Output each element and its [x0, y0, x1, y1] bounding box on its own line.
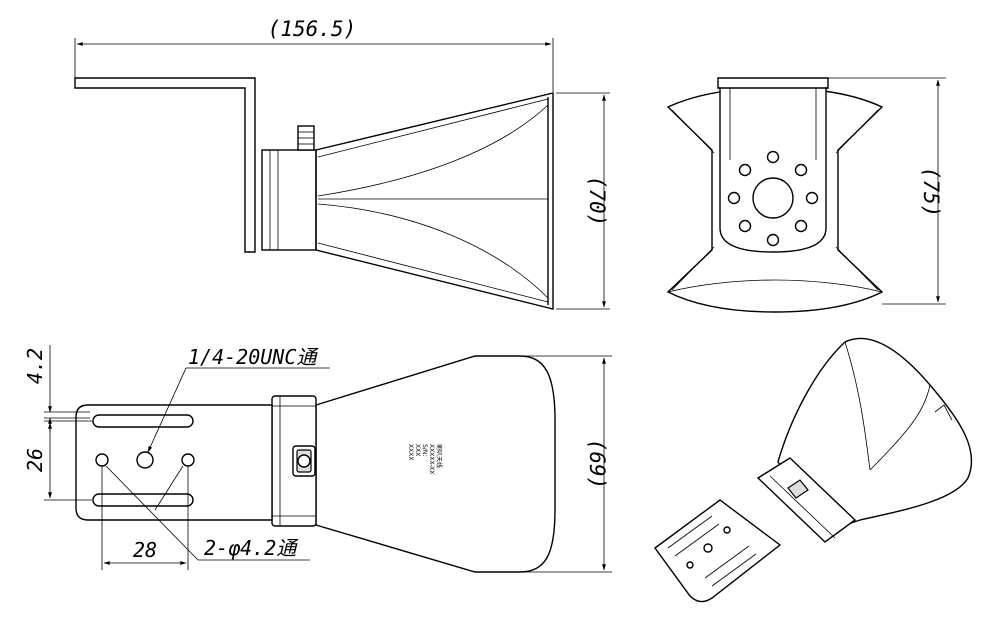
label-line-4: XXX — [414, 444, 421, 456]
label-line-2: XXXXX-XX — [428, 444, 435, 474]
side-dim-height: (70) — [585, 176, 609, 227]
top-product-label: 喇叭天线 XXXXX-XX S/N: XXX XXXX — [407, 444, 443, 474]
front-bolt-holes — [727, 150, 819, 247]
front-center-hole — [752, 177, 794, 219]
side-horn — [315, 92, 554, 310]
top-dim-hole-spacing: 28 — [133, 538, 157, 562]
top-dim-width: (69) — [585, 439, 609, 490]
top-slot-lower — [92, 493, 194, 507]
side-bracket — [74, 77, 256, 253]
top-hole-left — [95, 453, 109, 467]
top-hole-thread — [136, 451, 154, 469]
iso-view — [654, 337, 973, 603]
top-note-thread: 1/4-20UNC通 — [188, 345, 319, 369]
front-view: (75) — [666, 77, 946, 313]
top-dim-hole-offset: 4.2 — [23, 348, 47, 384]
front-bracket-plate — [717, 77, 829, 253]
iso-flange — [756, 457, 857, 543]
top-dim-slot-pitch: 26 — [23, 448, 47, 472]
label-line-3: S/N: — [421, 444, 428, 456]
front-dim-height: (75) — [919, 167, 943, 218]
side-view: (156.5) (70) — [74, 17, 610, 310]
top-connector — [292, 445, 316, 477]
top-slot-upper — [92, 414, 194, 428]
label-line-5: XXXX — [407, 444, 414, 460]
side-mount-block — [261, 149, 317, 251]
label-line-1: 喇叭天线 — [435, 444, 443, 468]
top-horn-body — [315, 355, 556, 573]
thread-leader — [147, 367, 187, 453]
top-mount-plate — [75, 404, 273, 521]
top-view: 喇叭天线 XXXXX-XX S/N: XXX XXXX 4.2 26 28 (6… — [23, 345, 612, 573]
top-note-holes: 2-φ4.2通 — [204, 536, 299, 560]
side-dim-length: (156.5) — [268, 17, 357, 41]
top-hole-right — [181, 453, 195, 467]
iso-mount-plate — [654, 499, 782, 603]
